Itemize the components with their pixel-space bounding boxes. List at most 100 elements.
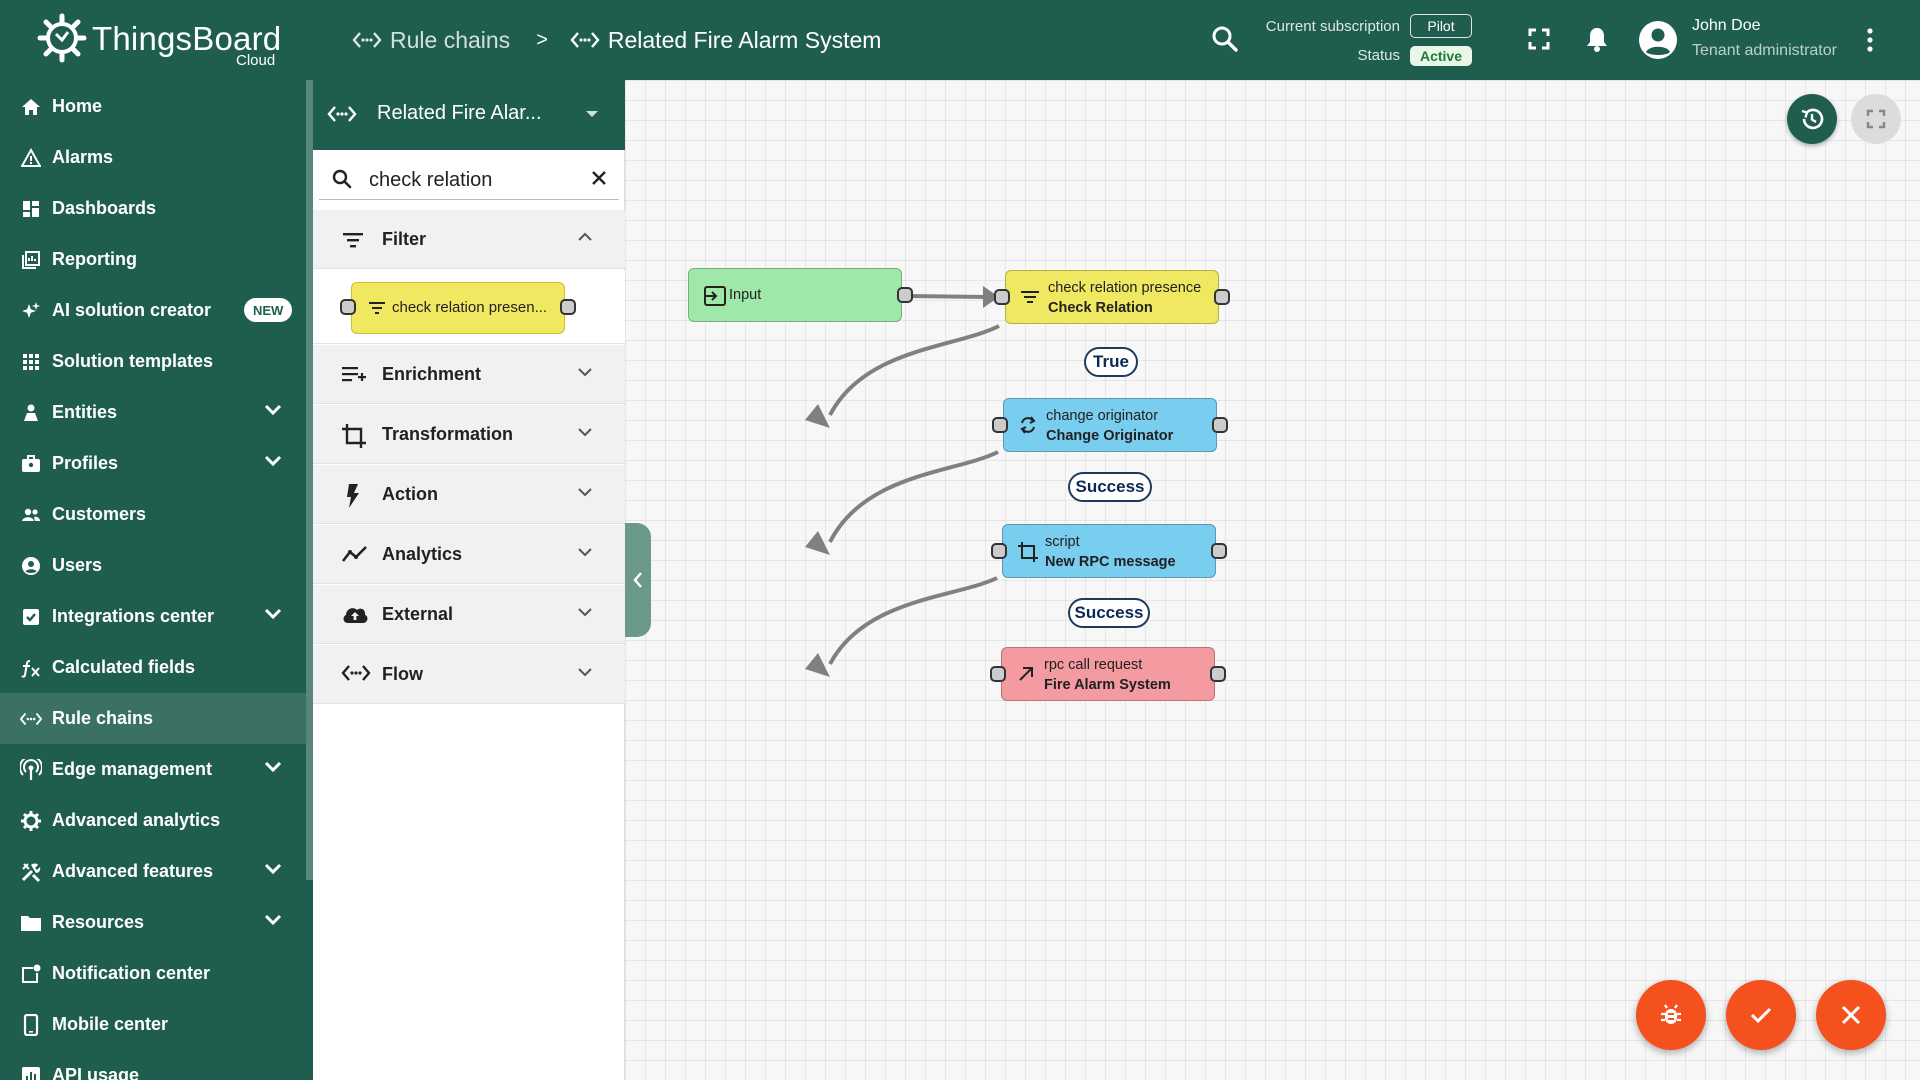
apply-changes-button[interactable] <box>1726 980 1796 1050</box>
sidebar-item-ai-solution-creator[interactable]: AI solution creator NEW <box>0 285 306 336</box>
rule-chain-selector[interactable]: Related Fire Alar... <box>313 80 625 150</box>
sidebar-item-edge-management[interactable]: Edge management <box>0 744 306 795</box>
sidebar-item-advanced-analytics[interactable]: Advanced analytics <box>0 795 306 846</box>
connection-input-check[interactable] <box>906 294 988 299</box>
sidebar-item-api-usage[interactable]: API usage <box>0 1050 306 1080</box>
analytics-icon <box>341 546 367 562</box>
canvas-fullscreen-button[interactable] <box>1851 94 1901 144</box>
connection-check-change[interactable] <box>828 324 1000 416</box>
category-filter[interactable]: Filter <box>313 210 625 269</box>
sidebar-item-label: Customers <box>52 504 147 524</box>
category-enrichment[interactable]: Enrichment <box>313 345 625 404</box>
output-port[interactable] <box>897 287 913 303</box>
input-port[interactable] <box>990 666 1006 682</box>
edge-icon <box>20 759 42 781</box>
sidebar-item-solution-templates[interactable]: Solution templates <box>0 336 306 387</box>
sidebar-item-entities[interactable]: Entities <box>0 387 306 438</box>
folder-icon <box>20 912 42 934</box>
connection-script-rpc[interactable] <box>828 576 998 665</box>
sidebar-item-label: Home <box>52 96 103 116</box>
category-action[interactable]: Action <box>313 465 625 524</box>
sidebar-item-resources[interactable]: Resources <box>0 897 306 948</box>
version-history-button[interactable] <box>1787 94 1837 144</box>
subscription-badge[interactable]: Pilot <box>1410 14 1472 38</box>
node-name: Change Originator <box>1046 428 1174 444</box>
breadcrumb: Rule chains > Related Fire Alarm System <box>352 0 881 80</box>
entities-icon <box>20 402 42 424</box>
category-transformation[interactable]: Transformation <box>313 405 625 464</box>
rule-chain-icon <box>20 708 42 730</box>
templates-icon <box>20 351 42 373</box>
history-icon <box>1801 108 1824 130</box>
fullscreen-icon[interactable] <box>1524 24 1554 54</box>
sidebar-item-rule-chains[interactable]: Rule chains <box>0 693 306 744</box>
rule-chain-selector-label: Related Fire Alar... <box>377 102 542 124</box>
category-label: Flow <box>382 664 423 684</box>
category-flow[interactable]: Flow <box>313 645 625 704</box>
connections-layer <box>805 286 1000 677</box>
debug-button[interactable] <box>1636 980 1706 1050</box>
connection-change-script[interactable] <box>828 450 999 543</box>
sidebar-item-label: Dashboards <box>52 198 157 218</box>
node-input[interactable]: Input <box>688 268 913 322</box>
filter-category-content: check relation presen... <box>313 270 625 344</box>
sidebar-item-label: Integrations center <box>52 606 215 626</box>
input-port[interactable] <box>991 543 1007 559</box>
breadcrumb-rule-chains[interactable]: Rule chains <box>352 27 510 54</box>
sidebar-item-calculated-fields[interactable]: Calculated fields <box>0 642 306 693</box>
node-check-relation[interactable]: check relation presence Check Relation <box>994 270 1230 324</box>
output-port[interactable] <box>1214 289 1230 305</box>
node-change-originator[interactable]: change originator Change Originator <box>992 398 1228 452</box>
link-label-success[interactable]: Success <box>1068 598 1150 628</box>
sidebar-item-profiles[interactable]: Profiles <box>0 438 306 489</box>
link-label-success[interactable]: Success <box>1068 472 1152 502</box>
sidebar-item-alarms[interactable]: Alarms <box>0 132 306 183</box>
sidebar-item-reporting[interactable]: Reporting <box>0 234 306 285</box>
sidebar-item-users[interactable]: Users <box>0 540 306 591</box>
library-node-check-relation[interactable]: check relation presen... <box>340 282 576 334</box>
analytics-icon <box>20 810 42 832</box>
clear-search-icon[interactable] <box>589 168 609 188</box>
close-icon <box>1841 1005 1861 1025</box>
output-port[interactable] <box>1211 543 1227 559</box>
search-icon[interactable] <box>1210 24 1240 54</box>
node-script[interactable]: script New RPC message <box>991 524 1227 578</box>
bell-icon[interactable] <box>1582 24 1612 54</box>
sidebar-item-integrations-center[interactable]: Integrations center <box>0 591 306 642</box>
category-analytics[interactable]: Analytics <box>313 525 625 584</box>
chevron-down-icon <box>578 428 592 437</box>
decline-changes-button[interactable] <box>1816 980 1886 1050</box>
sidebar-scrollbar[interactable] <box>306 80 313 880</box>
input-port[interactable] <box>992 417 1008 433</box>
node-rpc-call-request[interactable]: rpc call request Fire Alarm System <box>990 647 1226 701</box>
sidebar-item-label: Resources <box>52 912 145 932</box>
sidebar-item-customers[interactable]: Customers <box>0 489 306 540</box>
arrow-outward-icon <box>1019 667 1033 681</box>
link-label-true[interactable]: True <box>1084 347 1138 377</box>
cloud-icon <box>343 608 368 623</box>
logo[interactable]: ThingsBoard Cloud <box>36 12 281 70</box>
api-usage-icon <box>20 1065 42 1080</box>
filter-icon <box>343 233 363 248</box>
chevron-up-icon <box>578 232 592 241</box>
user-name[interactable]: John Doe <box>1692 17 1761 34</box>
action-icon <box>347 484 359 508</box>
more-vert-icon[interactable] <box>1862 26 1878 54</box>
sidebar-item-dashboards[interactable]: Dashboards <box>0 183 306 234</box>
library-collapse-toggle[interactable] <box>625 523 651 637</box>
sidebar-item-advanced-features[interactable]: Advanced features <box>0 846 306 897</box>
breadcrumb-label: Rule chains <box>390 26 511 53</box>
sidebar-item-label: Notification center <box>52 963 211 983</box>
sidebar-item-mobile-center[interactable]: Mobile center <box>0 999 306 1050</box>
node-search-input[interactable] <box>369 166 569 194</box>
category-external[interactable]: External <box>313 585 625 644</box>
rule-chain-canvas[interactable]: True Success Success Input check relatio… <box>625 80 1920 1080</box>
output-port[interactable] <box>1212 417 1228 433</box>
avatar[interactable] <box>1638 20 1678 60</box>
input-port[interactable] <box>994 289 1010 305</box>
output-port[interactable] <box>1210 666 1226 682</box>
rule-chain-icon <box>570 32 600 48</box>
sidebar-item-label: API usage <box>52 1065 140 1080</box>
sidebar-item-notification-center[interactable]: Notification center <box>0 948 306 999</box>
sidebar-item-home[interactable]: Home <box>0 81 306 132</box>
